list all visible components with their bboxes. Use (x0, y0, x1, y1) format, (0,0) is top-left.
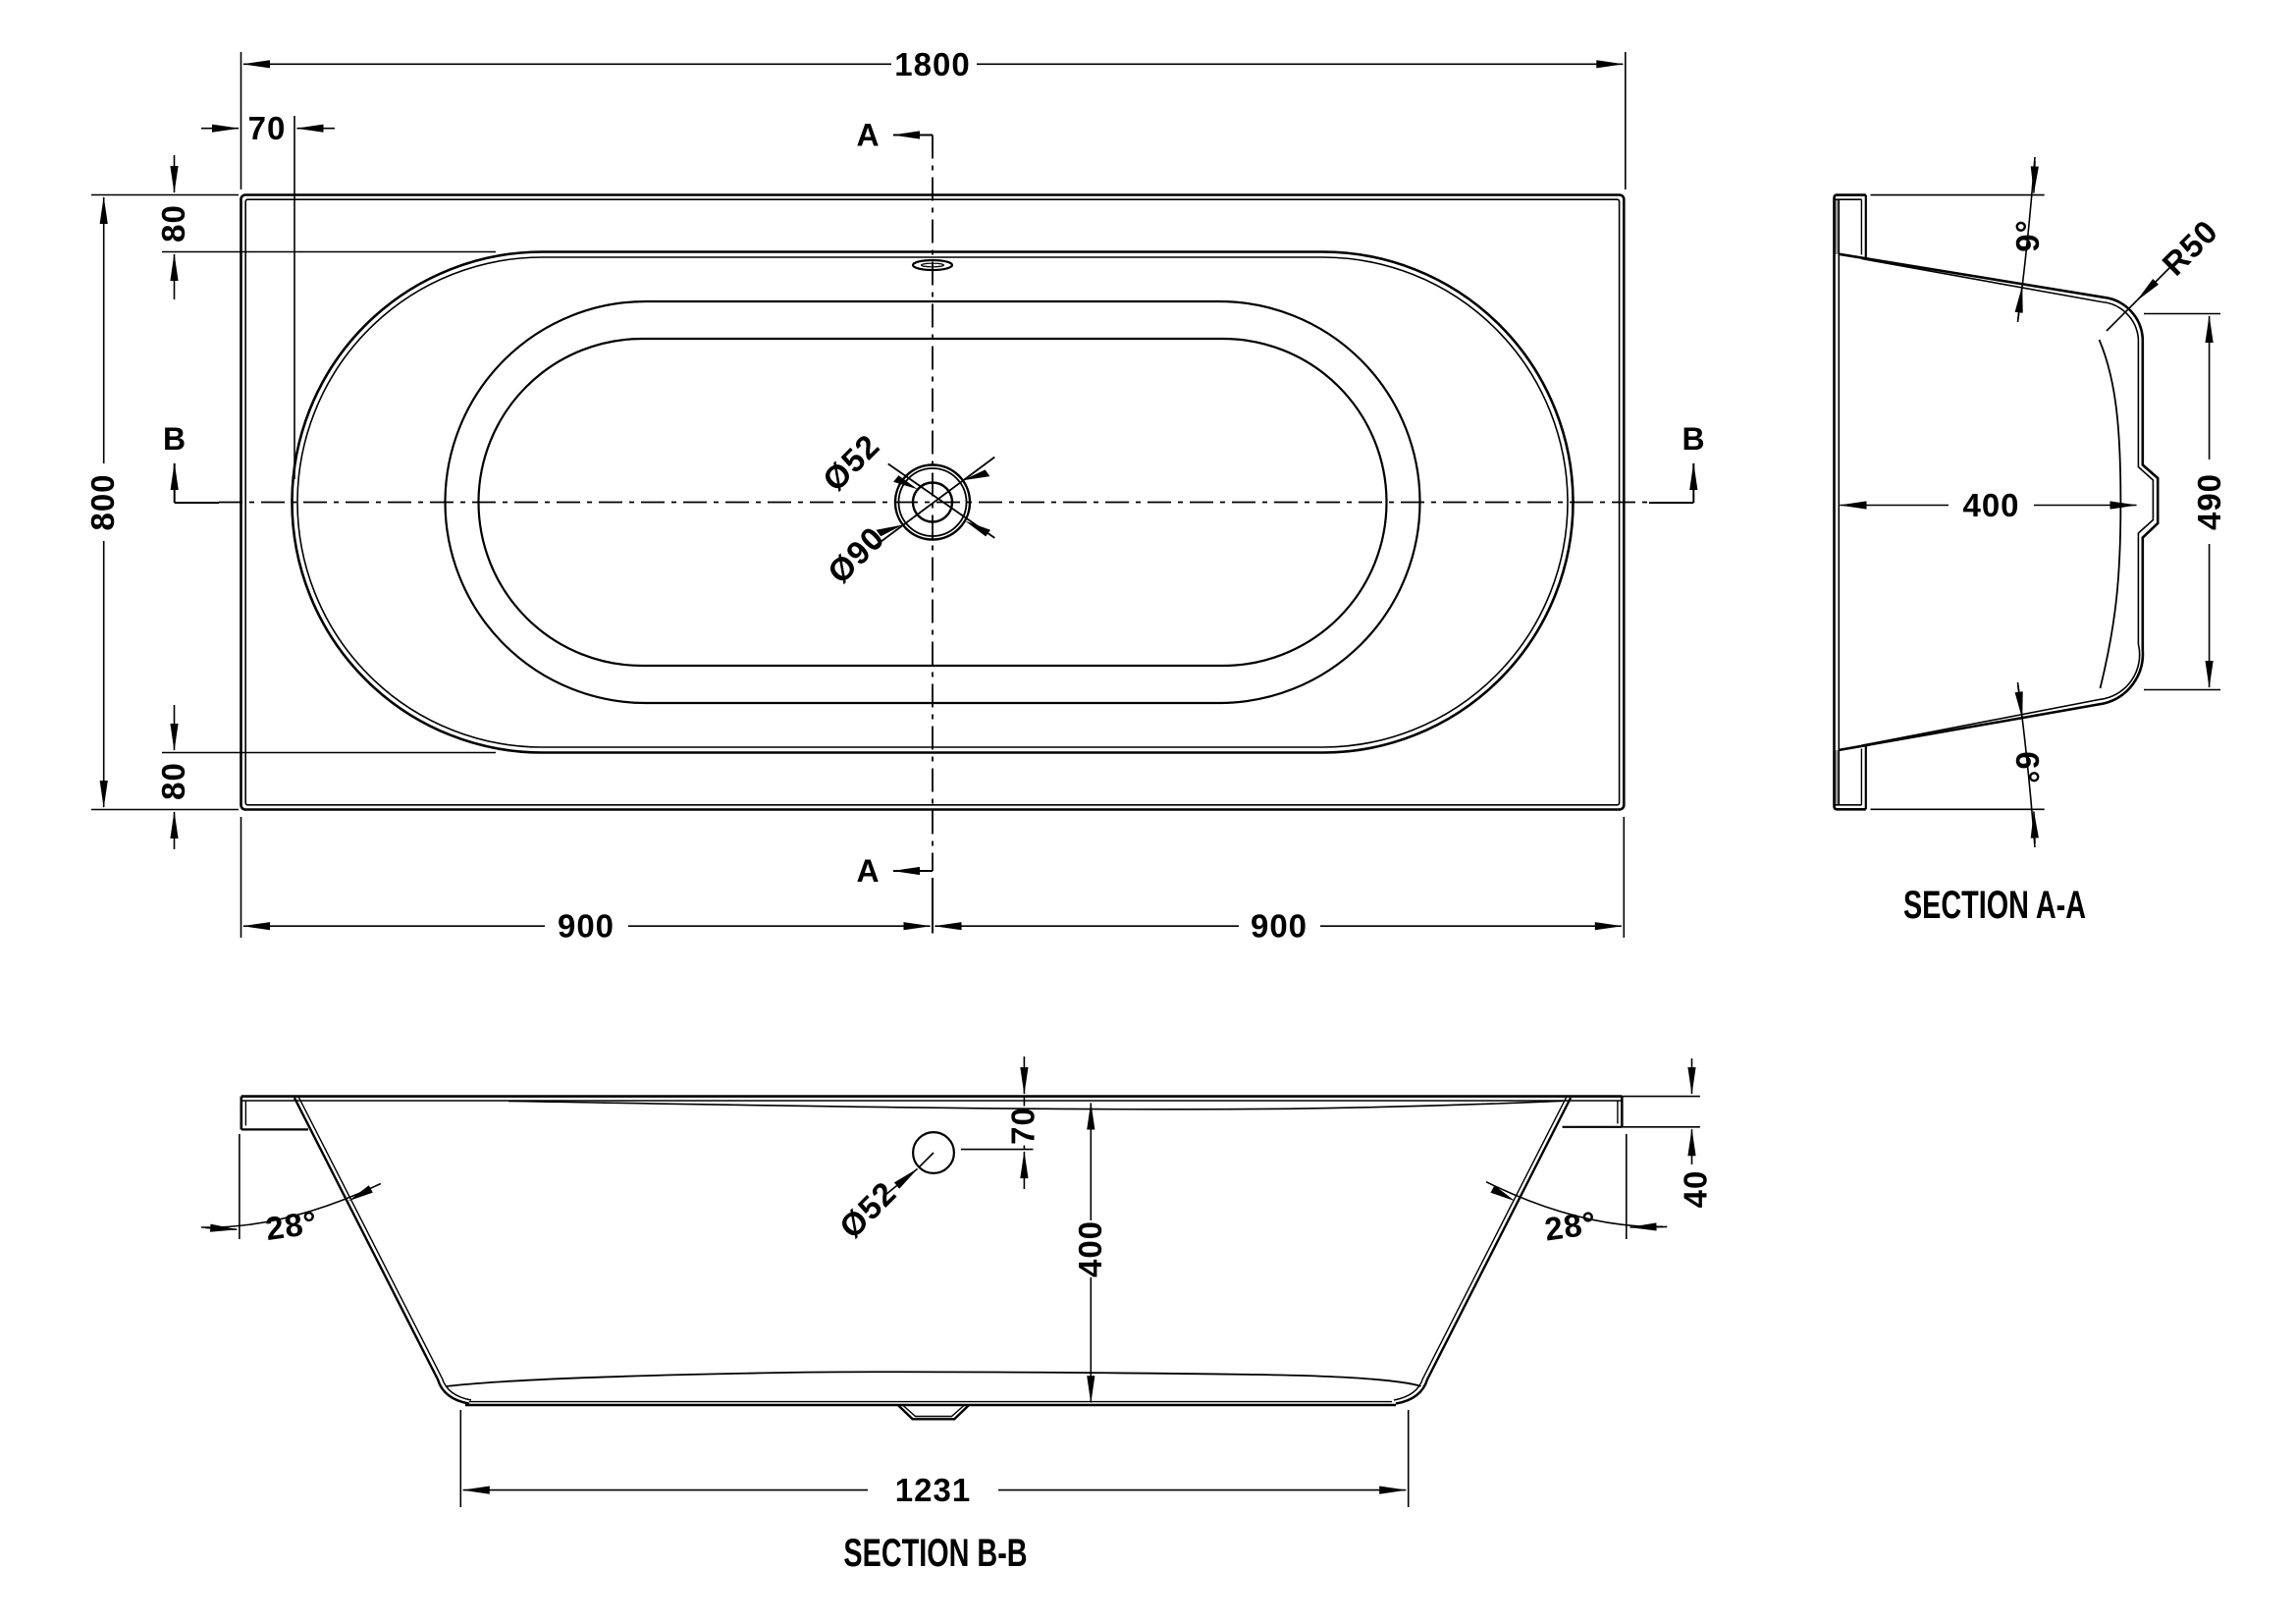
svg-text:28°: 28° (1542, 1204, 1599, 1247)
svg-text:1800: 1800 (894, 46, 970, 82)
svg-text:B: B (1682, 421, 1704, 457)
svg-text:400: 400 (1962, 487, 2019, 523)
svg-text:B: B (163, 421, 186, 457)
svg-text:490: 490 (2191, 473, 2227, 530)
svg-text:900: 900 (558, 908, 614, 945)
svg-text:6°: 6° (2009, 751, 2046, 784)
svg-text:SECTION A-A: SECTION A-A (1903, 884, 2086, 928)
svg-text:A: A (856, 118, 879, 153)
svg-text:A: A (856, 853, 879, 889)
svg-text:SECTION B-B: SECTION B-B (843, 1532, 1027, 1576)
svg-text:70: 70 (1005, 1107, 1041, 1145)
svg-text:800: 800 (84, 473, 121, 530)
svg-text:28°: 28° (263, 1204, 320, 1247)
svg-text:900: 900 (1251, 908, 1308, 945)
svg-text:40: 40 (1678, 1170, 1714, 1209)
svg-text:400: 400 (1072, 1220, 1108, 1277)
svg-text:70: 70 (248, 110, 287, 146)
svg-text:80: 80 (155, 762, 191, 800)
svg-text:1231: 1231 (895, 1472, 971, 1508)
svg-text:80: 80 (155, 204, 191, 243)
svg-text:9°: 9° (2009, 219, 2046, 252)
